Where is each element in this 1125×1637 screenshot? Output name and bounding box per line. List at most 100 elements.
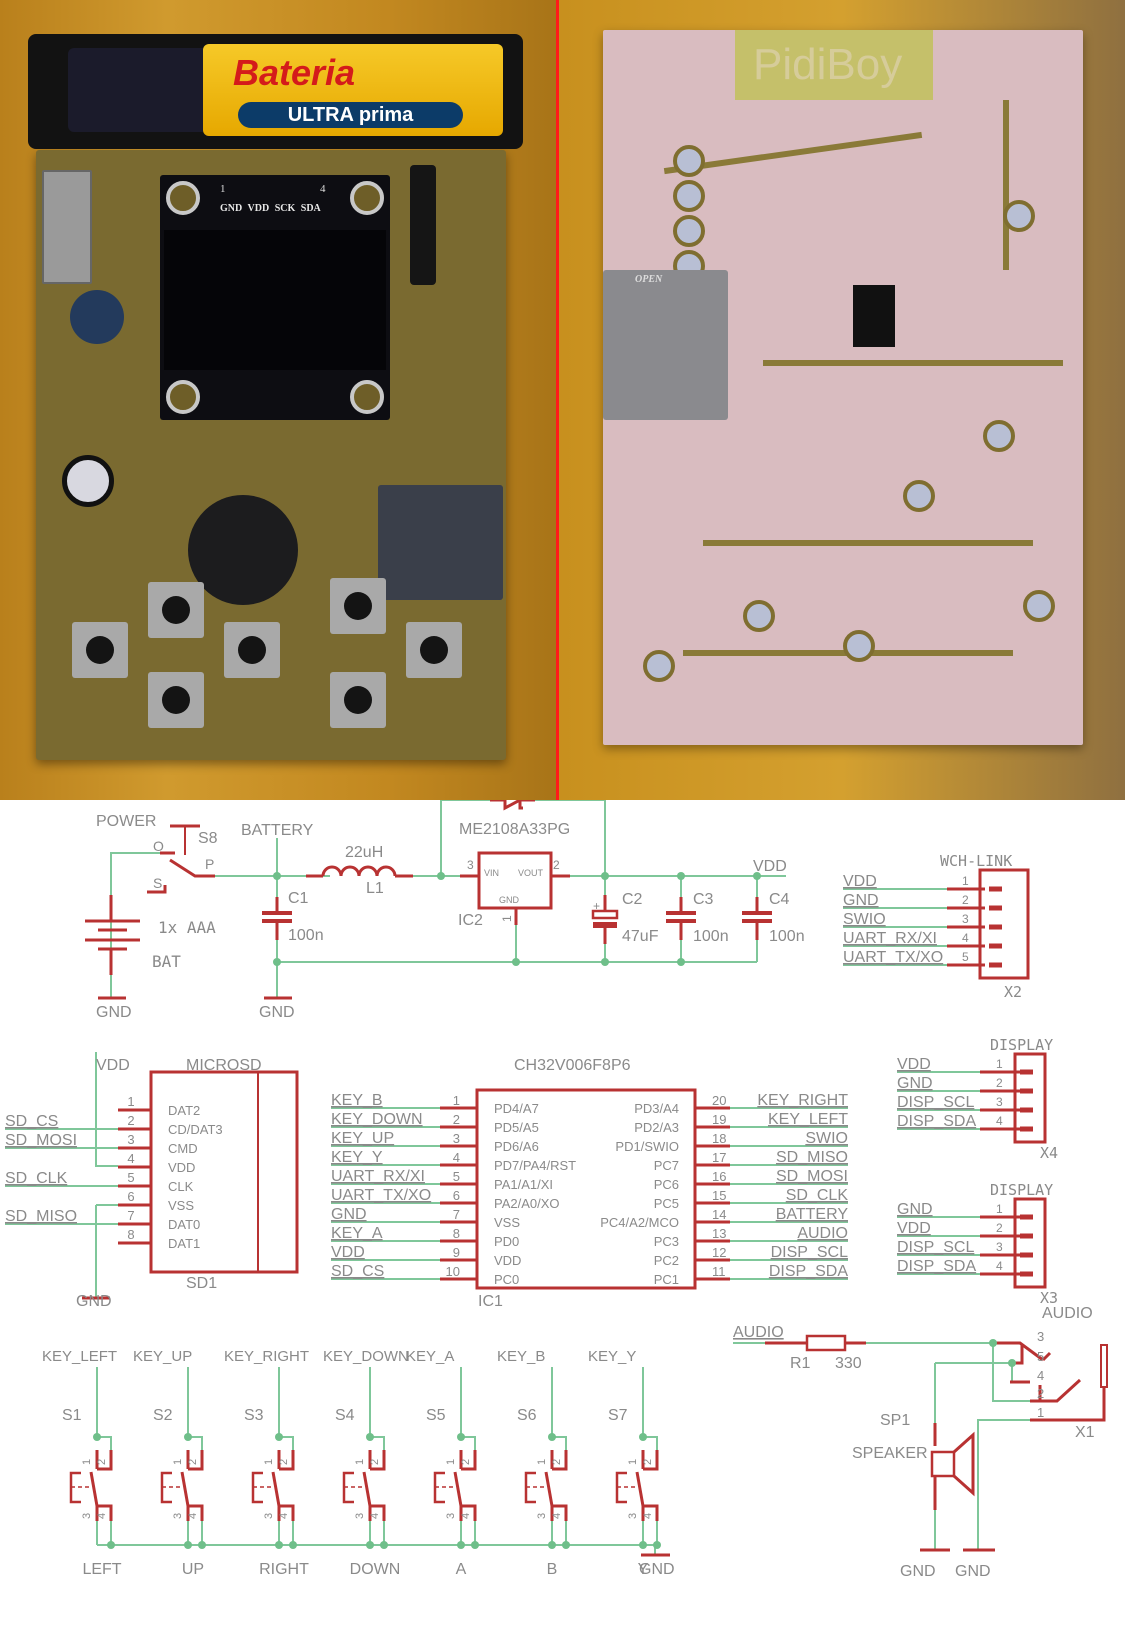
mcu-pin-name: PD2/A3 <box>634 1120 679 1135</box>
switch-contact <box>635 1471 645 1507</box>
component-line <box>552 1450 568 1471</box>
switch-pin-o: O <box>153 838 164 854</box>
component-line <box>1041 1351 1052 1362</box>
x4-title: DISPLAY <box>990 1036 1053 1054</box>
solder-pad <box>843 630 875 662</box>
speaker-cone <box>952 1431 975 1497</box>
wch-pin-num: 3 <box>962 912 969 926</box>
switch-contact <box>271 1471 281 1507</box>
sd-pin-name: DAT2 <box>168 1103 200 1118</box>
mcu-pin-name: PC3 <box>654 1234 679 1249</box>
switch-pin-s: S <box>153 875 162 891</box>
pin-num: 1 <box>627 1459 639 1465</box>
switch-ref-s5: S5 <box>426 1407 446 1424</box>
solder-pad <box>1023 590 1055 622</box>
mcu-net-7: GND <box>331 1206 367 1223</box>
mcu-net-4: KEY_Y <box>331 1149 383 1166</box>
jack-ref: X1 <box>1075 1424 1095 1441</box>
x4-pin-num: 3 <box>996 1095 1003 1109</box>
pcb-back: PidiBoy OPEN <box>603 30 1083 745</box>
mcu-pin-num: 14 <box>712 1207 726 1222</box>
mcu-pin-num: 9 <box>453 1245 460 1260</box>
wire-diode-out <box>535 800 606 876</box>
x4-pin-num: 1 <box>996 1057 1003 1071</box>
x4-net-2: GND <box>897 1075 933 1092</box>
mcu-net-6: UART_TX/XO <box>331 1187 431 1204</box>
junction-dot <box>471 1541 479 1549</box>
junction-dot <box>753 872 761 880</box>
x4-pin-num: 4 <box>996 1114 1003 1128</box>
copper-trace <box>763 360 1063 366</box>
mcu-pin-num: 11 <box>712 1264 726 1279</box>
wire <box>643 1436 658 1450</box>
pin-num: 4 <box>278 1513 290 1519</box>
wch-pin-num: 1 <box>962 874 969 888</box>
mcu-net-16: SD_MOSI <box>776 1168 848 1185</box>
pin-num: 1 <box>263 1459 275 1465</box>
tactile-button <box>148 582 204 638</box>
key-net-down: KEY_DOWN <box>323 1348 409 1365</box>
sd-pin-name: CLK <box>168 1179 194 1194</box>
c2-ref: C2 <box>622 891 643 908</box>
mcu-net-18: SWIO <box>805 1130 848 1147</box>
jack-gnd-label: GND <box>955 1563 991 1580</box>
wch-net-3: SWIO <box>843 911 886 928</box>
switch-ref-s1: S1 <box>62 1407 82 1424</box>
component-line <box>552 1504 568 1521</box>
pin-num: 1 <box>536 1459 548 1465</box>
mcu-pin-name: VDD <box>494 1253 521 1268</box>
pin-num: 2 <box>551 1459 563 1465</box>
piezo-buzzer <box>188 495 298 605</box>
junction-dot <box>198 1541 206 1549</box>
sd-net-5: SD_CLK <box>5 1170 68 1187</box>
audio-jack <box>378 485 503 600</box>
inductor-component <box>70 290 124 344</box>
junction-dot <box>677 958 685 966</box>
ic2-gnd: GND <box>499 895 520 905</box>
wch-link-body <box>978 868 1030 980</box>
c1-ref: C1 <box>288 890 309 907</box>
mcu-net-10: SD_CS <box>331 1263 384 1280</box>
mcu-pin-num: 16 <box>712 1169 726 1184</box>
junction-dot <box>677 872 685 880</box>
mcu-pin-name: PC4/A2/MCO <box>600 1215 679 1230</box>
sd-vdd-label: VDD <box>96 1057 130 1074</box>
mcu-pin-num: 1 <box>453 1093 460 1108</box>
mcu-pin-num: 2 <box>453 1112 460 1127</box>
pin-num: 4 <box>642 1513 654 1519</box>
mcu-net-19: KEY_LEFT <box>768 1111 848 1128</box>
component-line <box>188 1504 204 1521</box>
switch-lever <box>169 858 215 878</box>
switch-ref: S8 <box>198 830 218 847</box>
battery-model: ULTRA prima <box>238 102 463 128</box>
sd-vdd-wire <box>95 1052 118 1167</box>
wire <box>97 1436 112 1450</box>
jack-pin: 3 <box>1037 1329 1044 1344</box>
mcu-net-11: DISP_SDA <box>769 1263 848 1280</box>
junction-dot <box>601 958 609 966</box>
x4-body <box>1013 1052 1047 1144</box>
pin-num: 2 <box>96 1459 108 1465</box>
mcu-net-13: AUDIO <box>797 1225 848 1242</box>
oled-display-module: 1 4 GND VDD SCK SDA <box>160 175 390 420</box>
inductor-coil <box>321 865 397 877</box>
x3-pin-num: 4 <box>996 1259 1003 1273</box>
x3-net-1: GND <box>897 1201 933 1218</box>
mcu-pin-name: PC6 <box>654 1177 679 1192</box>
mcu-pin-num: 10 <box>446 1264 460 1279</box>
ic2-pin-vout: 2 <box>553 858 560 872</box>
mcu-net-5: UART_RX/XI <box>331 1168 425 1185</box>
pin-num: 2 <box>369 1459 381 1465</box>
component-line <box>370 1504 386 1521</box>
ic2-part: ME2108A33PG <box>459 821 570 838</box>
photo-divider <box>556 0 559 800</box>
copper-trace <box>703 540 1033 546</box>
pin-num: 2 <box>278 1459 290 1465</box>
junction-dot <box>1008 1359 1016 1367</box>
mcu-pin-name: PC2 <box>654 1253 679 1268</box>
sd-pin-num: 5 <box>127 1170 134 1185</box>
tactile-button <box>330 672 386 728</box>
junction-dot <box>457 1541 465 1549</box>
mcu-pin-num: 19 <box>712 1112 726 1127</box>
component-line <box>370 1450 386 1471</box>
